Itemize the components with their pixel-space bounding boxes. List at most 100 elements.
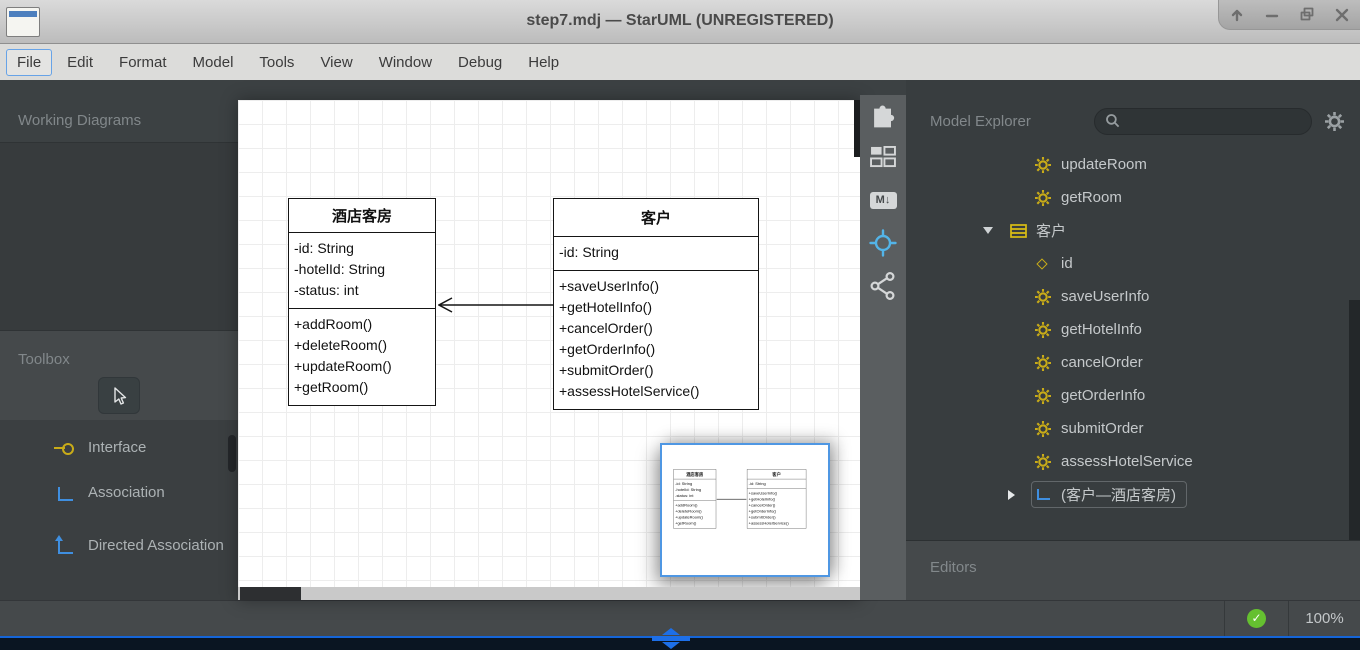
explorer-scrollbar[interactable] — [1349, 300, 1360, 540]
menubar: File Edit Format Model Tools View Window… — [0, 44, 1360, 80]
uml-class-hotel-room[interactable]: 酒店客房 -id: String-hotelId: String-status:… — [288, 198, 436, 406]
tree-item-label: 客户 — [1036, 223, 1067, 240]
working-diagrams-header: Working Diagrams — [0, 80, 238, 143]
method-row: +getRoom() — [294, 379, 369, 395]
operation-gear-icon — [1035, 156, 1055, 173]
cursor-icon — [114, 386, 127, 405]
menu-item[interactable]: Edit — [67, 53, 94, 71]
toolbox-item[interactable]: Directed Association — [0, 516, 238, 577]
operation-gear-icon — [1035, 453, 1055, 470]
menu-item[interactable]: Tools — [259, 53, 295, 71]
minimap-class-hotel-room: 酒店客房 -id: String-hotelId: String-status:… — [673, 469, 717, 529]
attribute-row: -hotelId: String — [294, 261, 386, 277]
validation-status[interactable]: ✓ — [1225, 609, 1288, 628]
pointer-tool-button[interactable] — [98, 377, 140, 414]
class-name: 客户 — [554, 199, 758, 237]
tree-item[interactable]: cancelOrder — [906, 346, 1360, 379]
menu-item[interactable]: File — [6, 48, 53, 76]
shade-button[interactable] — [1221, 1, 1253, 29]
tree-item[interactable]: updateRoom — [906, 148, 1360, 181]
operation-gear-icon — [1035, 189, 1055, 206]
restore-button[interactable] — [1291, 1, 1323, 29]
working-diagrams-list[interactable] — [0, 143, 238, 330]
side-toolbar: M↓ — [860, 95, 906, 600]
scrollbar-thumb[interactable] — [240, 587, 301, 600]
tree-item[interactable]: assessHotelService — [906, 445, 1360, 478]
class-attributes: -id: String -hotelId: String -status: int — [289, 233, 435, 309]
markdown-button[interactable]: M↓ — [867, 185, 899, 215]
toolbox-item[interactable]: Association — [0, 471, 238, 516]
directed-association-arrow[interactable] — [438, 290, 554, 320]
tree-item[interactable]: (客户—酒店客房) — [906, 478, 1360, 511]
menu-item[interactable]: Window — [378, 53, 433, 71]
class-methods: +addRoom()+deleteRoom()+updateRoom()+get… — [289, 309, 435, 405]
focus-target-button[interactable] — [867, 228, 899, 258]
minimap-connector — [716, 498, 747, 500]
editors-title: Editors — [930, 559, 977, 576]
share-button[interactable] — [867, 271, 899, 301]
menu-item[interactable]: Debug — [458, 53, 503, 71]
method-row: +submitOrder() — [559, 362, 654, 378]
zoom-level[interactable]: 100% — [1305, 610, 1344, 627]
tree-item-label: getHotelInfo — [1061, 321, 1142, 338]
tree-item[interactable]: saveUserInfo — [906, 280, 1360, 313]
splitter-handle[interactable] — [652, 628, 690, 649]
toolbox-item-icon — [54, 535, 76, 555]
minimize-button[interactable] — [1256, 1, 1288, 29]
tree-item[interactable]: submitOrder — [906, 412, 1360, 445]
explorer-settings-button[interactable] — [1325, 111, 1344, 131]
canvas-vertical-scrollbar[interactable] — [854, 100, 860, 157]
method-row: +getHotelInfo() — [559, 299, 652, 315]
method-row: +cancelOrder() — [559, 320, 653, 336]
arrow-up-icon — [1231, 9, 1242, 21]
extensions-button[interactable] — [867, 99, 899, 129]
operation-gear-icon — [1035, 420, 1055, 437]
statusbar-divider — [1224, 600, 1225, 637]
toolbox-title: Toolbox — [18, 351, 70, 368]
attribute-row: -id: String — [294, 240, 354, 256]
titlebar: step7.mdj — StarUML (UNREGISTERED) — [0, 0, 1360, 44]
layout-grid-button[interactable] — [867, 142, 899, 172]
toolbox-item-label: Interface — [88, 439, 147, 456]
attribute-row: -status: int — [294, 282, 359, 298]
tree-item[interactable]: 客户 — [906, 214, 1360, 247]
tree-item-label: id — [1061, 255, 1073, 272]
model-explorer-panel: Model Explorer — [906, 80, 1360, 600]
window-title: step7.mdj — StarUML (UNREGISTERED) — [526, 12, 834, 29]
toolbox-item-label: Association — [88, 484, 165, 501]
close-button[interactable] — [1326, 1, 1358, 29]
class-icon — [1010, 223, 1030, 239]
window-controls — [1218, 0, 1360, 30]
toolbox-item[interactable]: Interface — [0, 426, 238, 471]
menu-item[interactable]: Model — [192, 53, 234, 71]
menu-item[interactable]: Format — [119, 53, 167, 71]
bottom-dock — [0, 628, 1360, 650]
search-box[interactable] — [1094, 107, 1312, 135]
minimap[interactable]: 酒店客房 -id: String-hotelId: String-status:… — [660, 443, 830, 577]
toolbox-scrollbar[interactable] — [228, 435, 236, 472]
menu-item[interactable]: Help — [528, 53, 560, 71]
operation-gear-icon — [1035, 321, 1055, 338]
operation-gear-icon — [1035, 288, 1055, 305]
method-row: +addRoom() — [294, 316, 373, 332]
tree-item-label: (客户—酒店客房) — [1061, 487, 1176, 504]
menu-item[interactable]: View — [320, 53, 353, 71]
statusbar-divider — [1288, 600, 1289, 637]
tree-item-label: saveUserInfo — [1061, 288, 1150, 305]
canvas-horizontal-scrollbar[interactable] — [238, 587, 860, 600]
diagram-canvas[interactable]: 酒店客房 -id: String-hotelId: String-status:… — [238, 100, 860, 600]
statusbar: ✓ 100% — [0, 600, 1360, 637]
method-row: +deleteRoom() — [294, 337, 387, 353]
tree-item-label: getOrderInfo — [1061, 387, 1146, 404]
tree-item-label: updateRoom — [1061, 156, 1147, 173]
search-input[interactable] — [1121, 112, 1291, 130]
toolbox-items: Interface Association Directed Associati… — [0, 420, 238, 600]
crosshair-icon — [869, 229, 897, 257]
tree-item[interactable]: getHotelInfo — [906, 313, 1360, 346]
tree-item[interactable]: getRoom — [906, 181, 1360, 214]
tree-item[interactable]: id — [906, 247, 1360, 280]
restore-icon — [1300, 7, 1314, 21]
uml-class-customer[interactable]: 客户 -id: String +saveUserInfo()+getHotelI… — [553, 198, 759, 410]
tree-item[interactable]: getOrderInfo — [906, 379, 1360, 412]
model-explorer-header: Model Explorer — [906, 80, 1360, 136]
